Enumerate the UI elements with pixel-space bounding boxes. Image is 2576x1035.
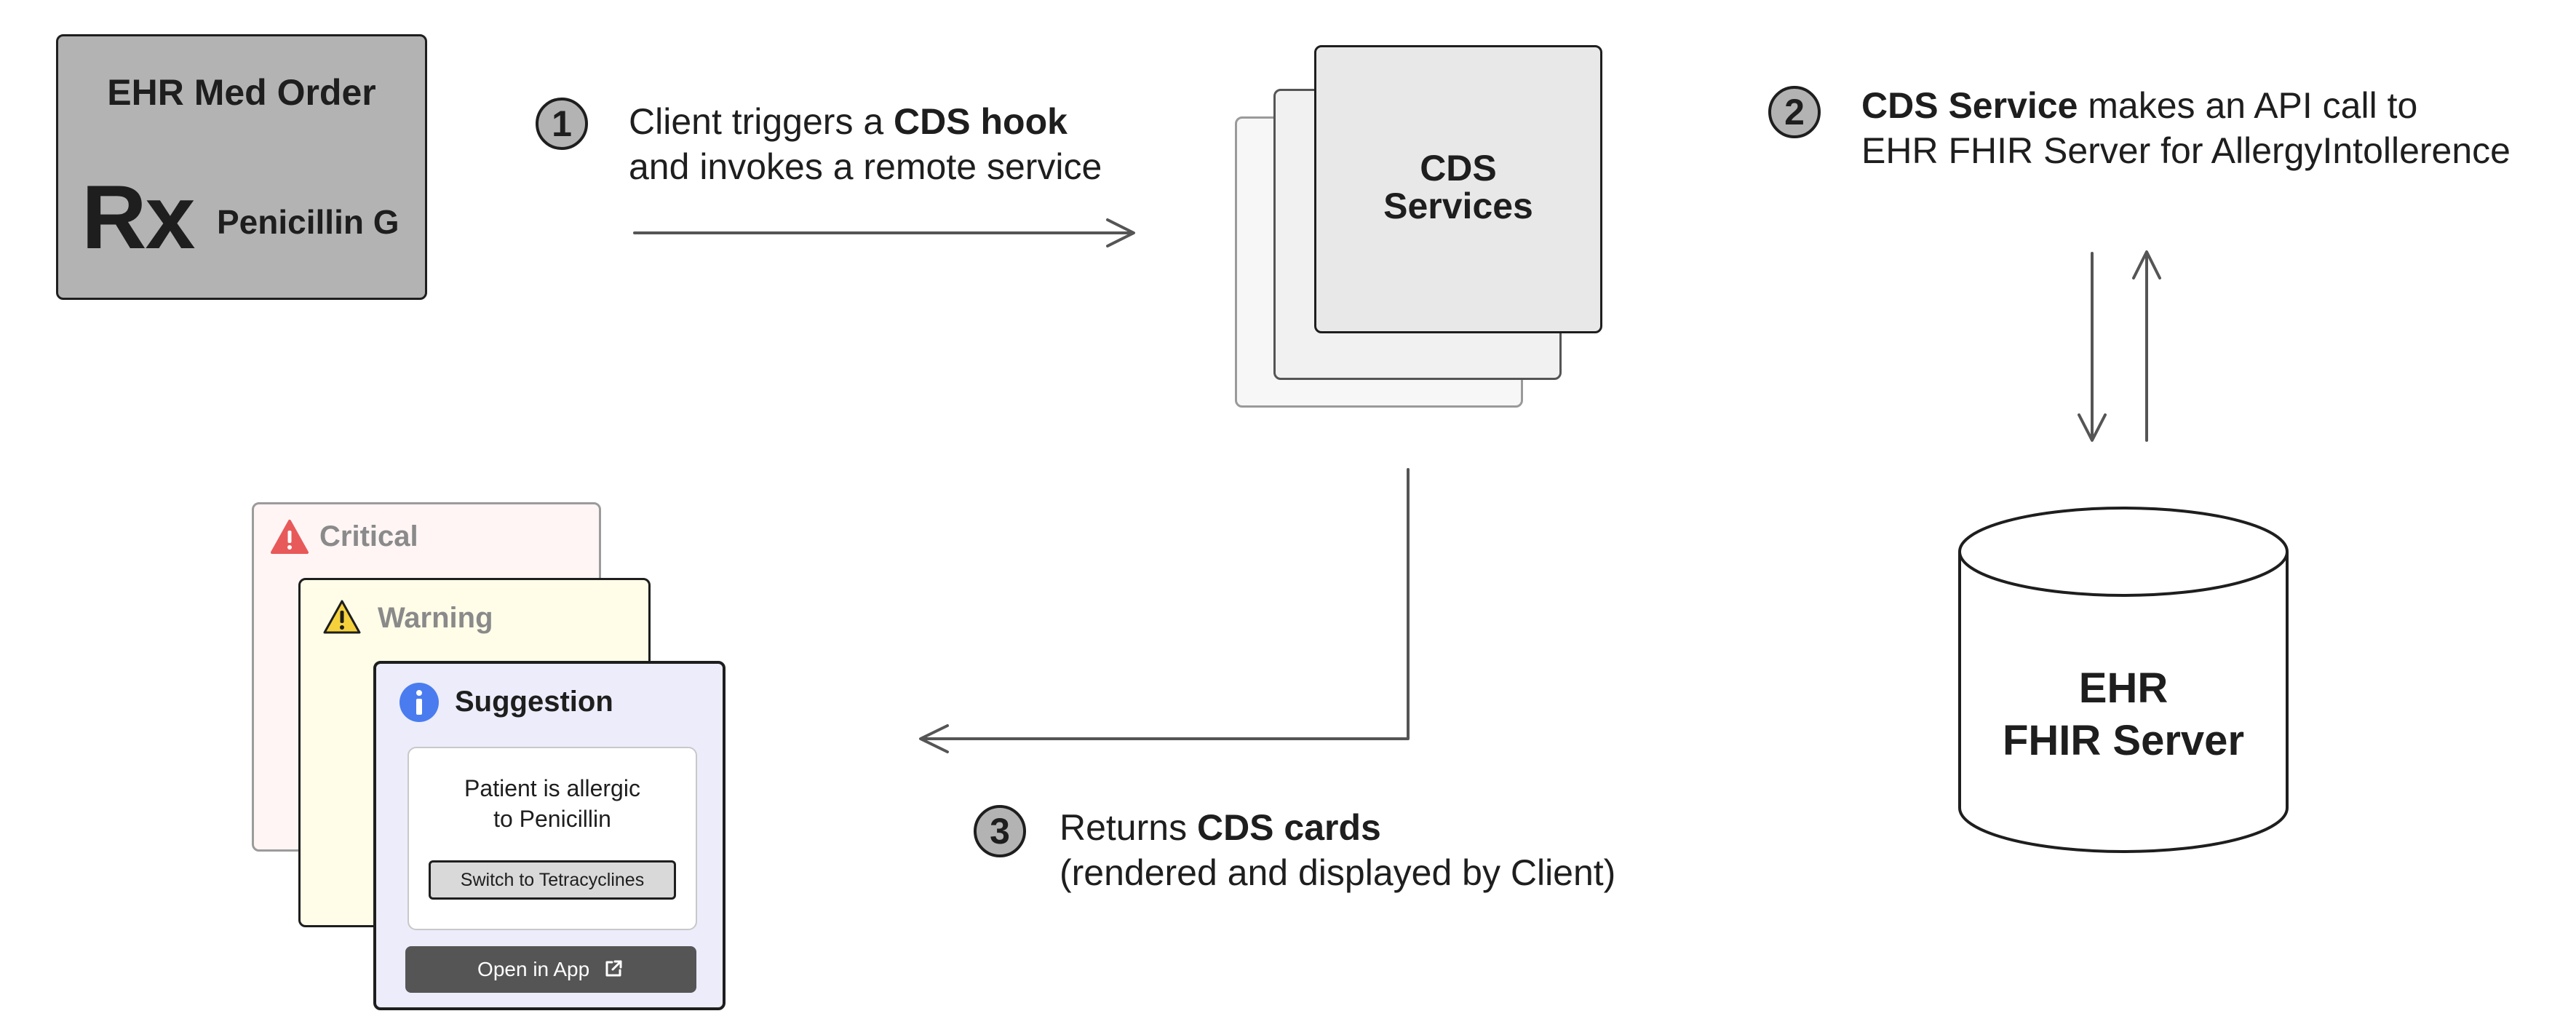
suggestion-message-panel: Patient is allergic to Penicillin Switch… bbox=[408, 747, 697, 930]
fhir-server-line2: FHIR Server bbox=[2002, 717, 2245, 764]
step-2-badge: 2 bbox=[1768, 86, 1821, 138]
cds-label-line2: Services bbox=[1383, 186, 1533, 226]
external-link-icon bbox=[605, 960, 622, 977]
suggestion-card[interactable]: Suggestion Patient is allergic to Penici… bbox=[373, 661, 726, 1010]
fhir-server-label: EHR FHIR Server bbox=[1960, 662, 2287, 767]
warning-card-title: Warning bbox=[378, 602, 493, 634]
step-3-line1-pre: Returns bbox=[1060, 807, 1197, 848]
drug-name: Penicillin G bbox=[217, 203, 399, 241]
step-3-line2: (rendered and displayed by Client) bbox=[1060, 852, 1616, 893]
step-1-line1-bold: CDS hook bbox=[894, 101, 1068, 142]
step-1-line1-pre: Client triggers a bbox=[629, 101, 894, 142]
step-2-line1-post: makes an API call to bbox=[2078, 85, 2418, 126]
step-2-line2: EHR FHIR Server for AllergyIntollerence bbox=[1861, 130, 2511, 171]
fhir-server-line1: EHR bbox=[2078, 665, 2168, 712]
cds-service-card-front: CDS Services bbox=[1314, 45, 1602, 333]
info-icon bbox=[399, 683, 439, 722]
suggestion-message-line1: Patient is allergic bbox=[464, 775, 640, 801]
open-in-app-button[interactable]: Open in App bbox=[405, 946, 696, 993]
step-1-badge: 1 bbox=[536, 98, 588, 150]
step-2-text: CDS Service makes an API call to EHR FHI… bbox=[1861, 83, 2511, 173]
database-cylinder bbox=[1958, 507, 2289, 853]
critical-alert-icon bbox=[271, 520, 309, 554]
rx-symbol: Rx bbox=[82, 167, 196, 268]
cds-label-line1: CDS bbox=[1420, 148, 1497, 189]
step-1-line2: and invokes a remote service bbox=[629, 146, 1102, 187]
med-order-title: EHR Med Order bbox=[107, 72, 376, 113]
arrow-to-cards bbox=[921, 468, 1410, 740]
switch-to-tetracyclines-button[interactable]: Switch to Tetracyclines bbox=[429, 860, 676, 900]
step-3-text: Returns CDS cards (rendered and displaye… bbox=[1060, 805, 1615, 895]
step-1-text: Client triggers a CDS hook and invokes a… bbox=[629, 99, 1102, 189]
step-3-line1-bold: CDS cards bbox=[1196, 807, 1381, 848]
suggestion-message: Patient is allergic to Penicillin bbox=[409, 773, 696, 834]
warning-icon bbox=[323, 600, 361, 634]
step-2-line1-bold: CDS Service bbox=[1861, 85, 2078, 126]
cds-services-label: CDS Services bbox=[1316, 149, 1600, 225]
critical-card-title: Critical bbox=[319, 520, 418, 552]
step-3-badge: 3 bbox=[974, 805, 1026, 857]
suggestion-card-title: Suggestion bbox=[455, 686, 613, 718]
ehr-med-order-box: EHR Med Order Rx Penicillin G bbox=[56, 34, 427, 300]
suggestion-message-line2: to Penicillin bbox=[493, 806, 611, 832]
open-in-app-label: Open in App bbox=[477, 958, 590, 980]
